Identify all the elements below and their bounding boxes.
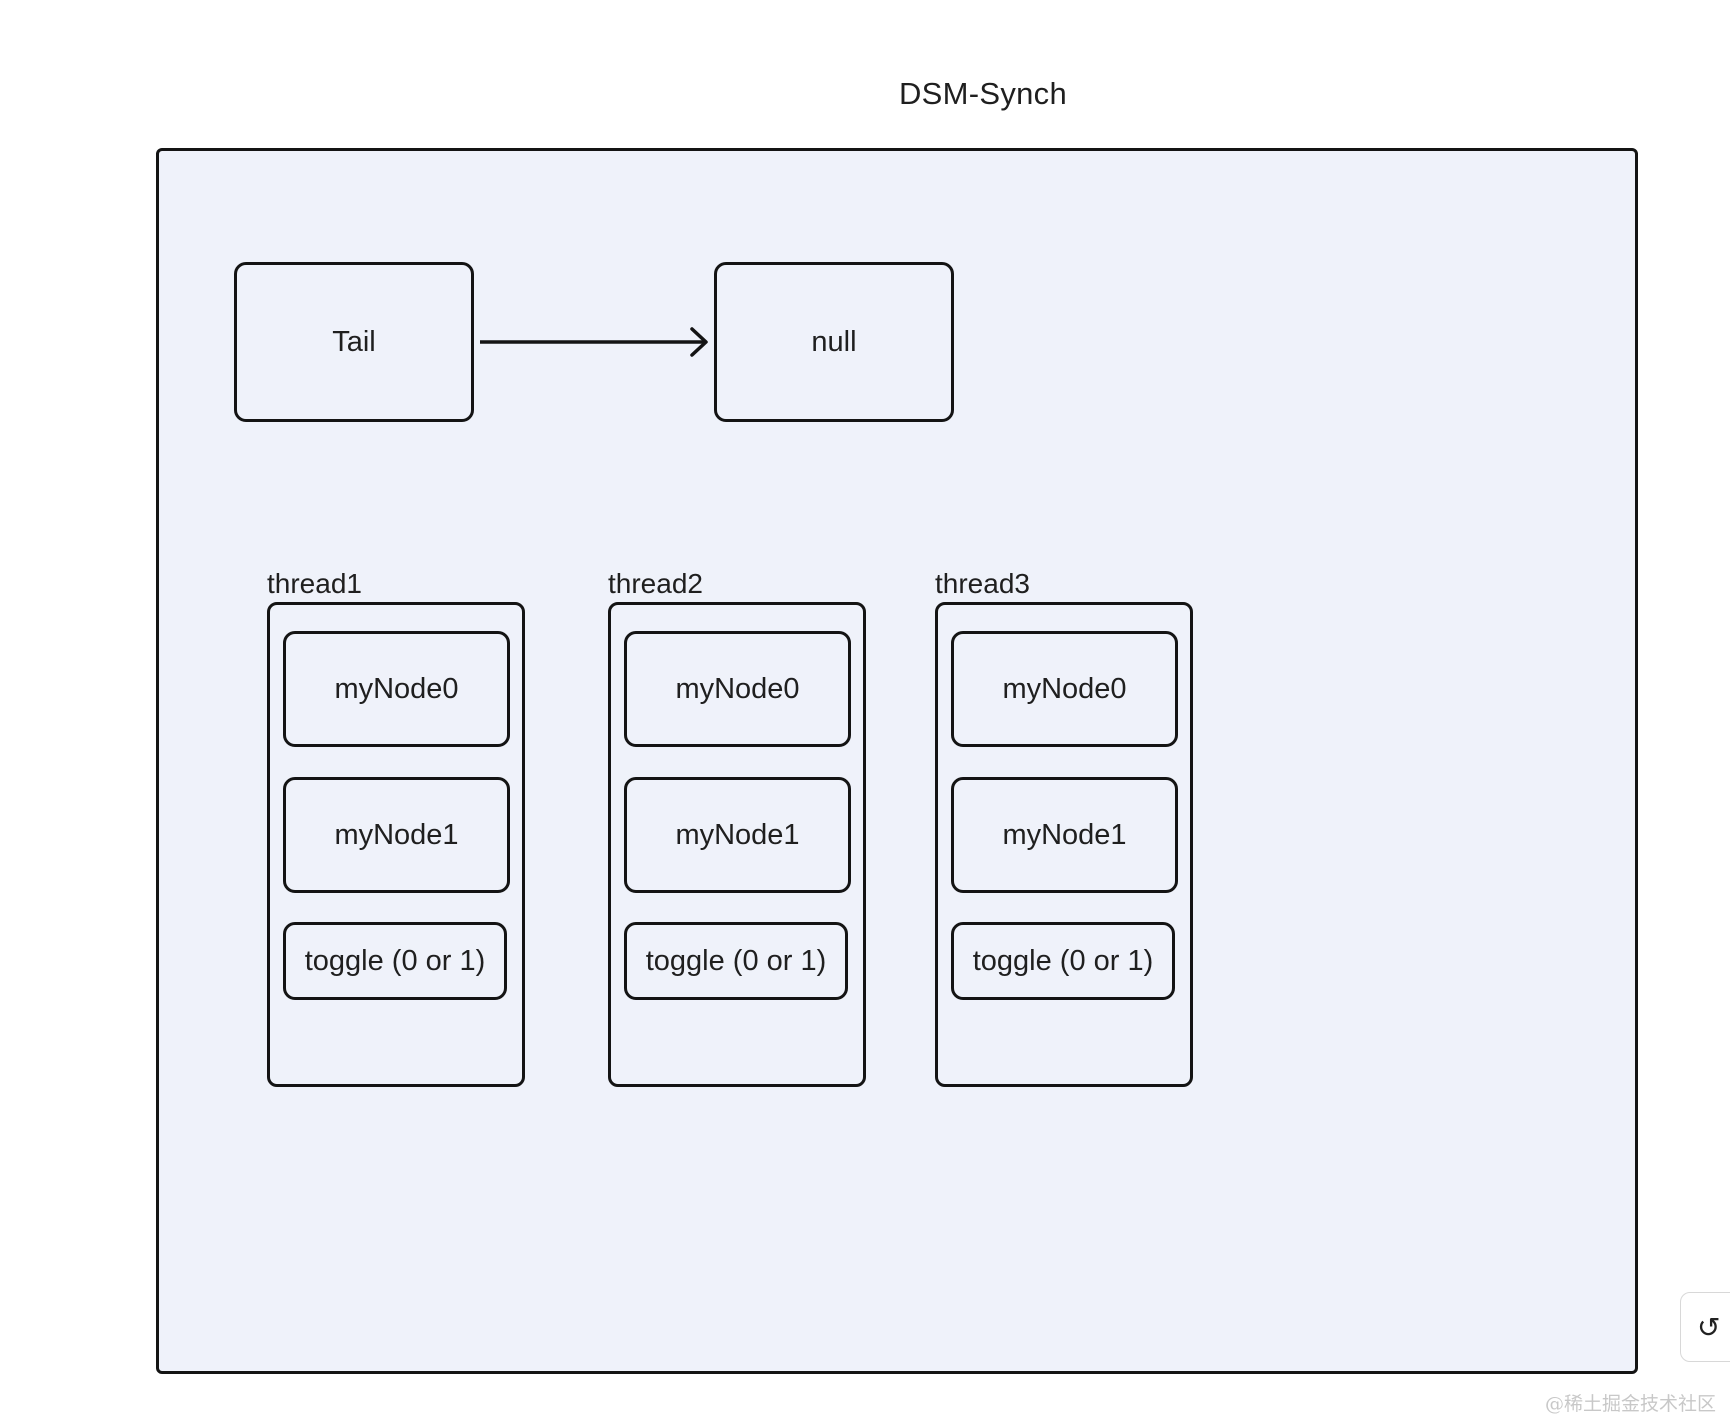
thread-label: thread1 [267, 568, 362, 599]
thread-label: thread3 [935, 568, 1030, 599]
diagram-title: DSM-Synch [898, 76, 1068, 111]
toggle-box: toggle (0 or 1) [283, 922, 507, 1000]
toggle-box: toggle (0 or 1) [951, 922, 1175, 1000]
node-label: myNode1 [1002, 818, 1127, 851]
node-label: myNode0 [1002, 672, 1127, 705]
node-box-mynode0: myNode0 [283, 631, 510, 747]
node-label: myNode1 [675, 818, 800, 851]
back-arrow-icon: ↺ [1697, 1311, 1721, 1343]
null-label: null [811, 325, 857, 358]
toggle-label: toggle (0 or 1) [304, 944, 486, 977]
thread-container [267, 602, 525, 1087]
toggle-box: toggle (0 or 1) [624, 922, 848, 1000]
thread-container [935, 602, 1193, 1087]
toggle-label: toggle (0 or 1) [972, 944, 1154, 977]
node-box-mynode1: myNode1 [624, 777, 851, 893]
node-box-mynode0: myNode0 [624, 631, 851, 747]
node-box-mynode0: myNode0 [951, 631, 1178, 747]
node-label: myNode1 [334, 818, 459, 851]
null-box: null [714, 262, 954, 422]
thread-container [608, 602, 866, 1087]
node-box-mynode1: myNode1 [283, 777, 510, 893]
corner-back-button[interactable]: ↺ [1680, 1292, 1730, 1362]
watermark: @稀土掘金技术社区 [1544, 1393, 1716, 1415]
node-label: myNode0 [334, 672, 459, 705]
tail-box: Tail [234, 262, 474, 422]
tail-label: Tail [332, 325, 376, 358]
thread-label: thread2 [608, 568, 703, 599]
diagram-frame [156, 148, 1638, 1374]
node-label: myNode0 [675, 672, 800, 705]
toggle-label: toggle (0 or 1) [645, 944, 827, 977]
node-box-mynode1: myNode1 [951, 777, 1178, 893]
